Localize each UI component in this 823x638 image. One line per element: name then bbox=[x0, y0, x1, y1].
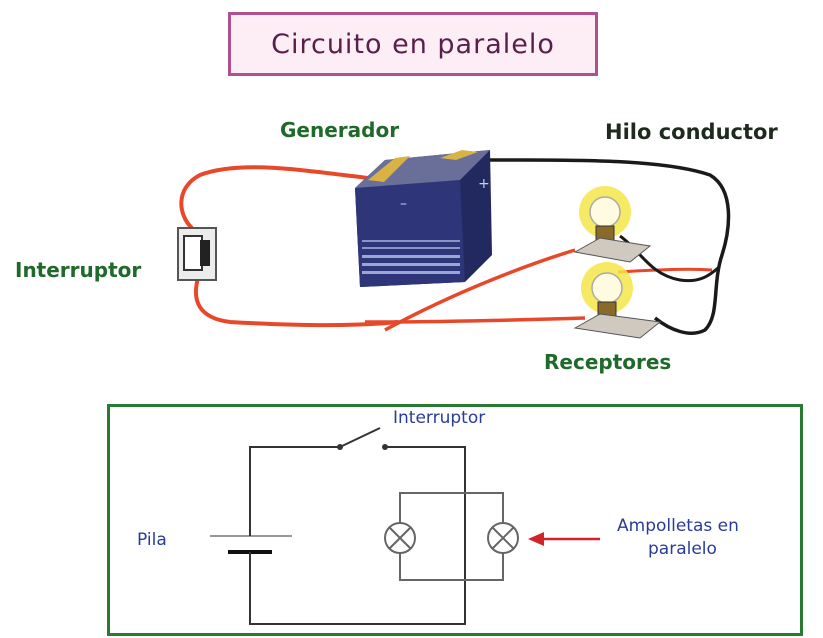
switch-label: Interruptor bbox=[15, 258, 142, 282]
black-wire-top bbox=[487, 158, 731, 335]
red-wire-to-bulb1 bbox=[384, 248, 576, 332]
receivers-label: Receptores bbox=[544, 350, 672, 374]
red-wire-top bbox=[179, 165, 369, 230]
battery-label: Pila bbox=[137, 530, 167, 550]
bulbs-label-line1: Ampolletas en bbox=[617, 516, 739, 536]
schematic-switch-label: Interruptor bbox=[393, 408, 486, 428]
switch-icon bbox=[177, 227, 217, 281]
red-wire-left-bottom bbox=[193, 277, 399, 327]
red-wire-to-bulb2 bbox=[364, 316, 586, 324]
red-wire-bulbs-link bbox=[617, 267, 713, 274]
bulb-icon-1 bbox=[573, 186, 652, 263]
schematic-box bbox=[107, 404, 803, 636]
circuit-illustration: + – bbox=[177, 150, 731, 339]
svg-text:+: + bbox=[478, 176, 490, 192]
wire-label: Hilo conductor bbox=[605, 120, 778, 144]
title-box: Circuito en paralelo bbox=[228, 12, 598, 76]
bulb-icon-2 bbox=[573, 262, 662, 339]
bulbs-label-line2: paralelo bbox=[648, 539, 717, 559]
svg-text:–: – bbox=[400, 196, 407, 212]
battery-icon: + – bbox=[355, 150, 492, 287]
generator-label: Generador bbox=[280, 118, 400, 142]
page-title: Circuito en paralelo bbox=[271, 28, 555, 60]
